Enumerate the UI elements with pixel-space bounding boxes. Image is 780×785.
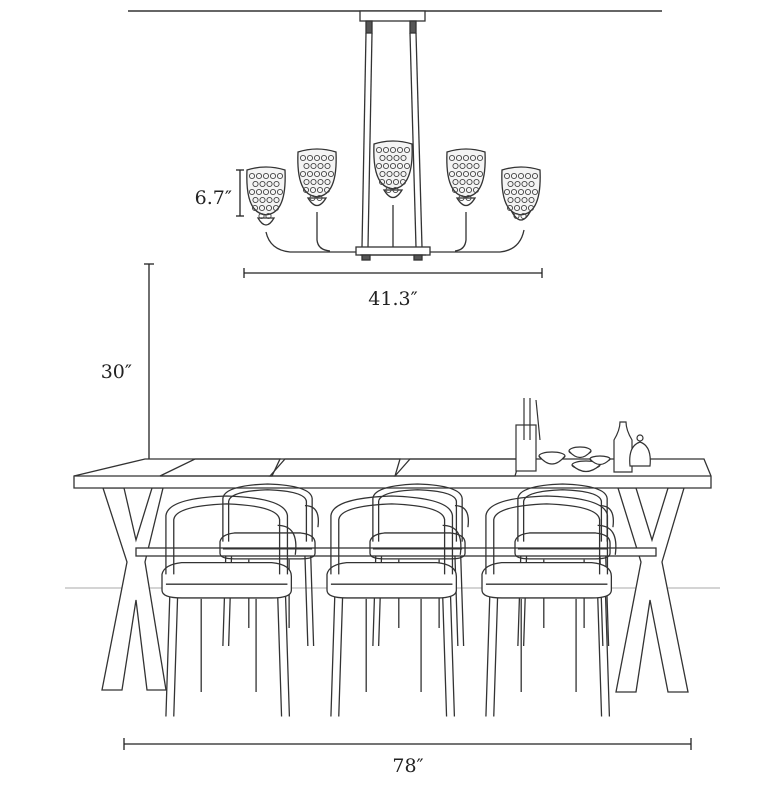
table-base-left <box>101 487 167 691</box>
table-base-right <box>615 487 689 693</box>
chair <box>161 495 297 717</box>
chair <box>481 495 617 717</box>
chandelier-canopy <box>359 10 426 22</box>
tableware <box>515 398 651 473</box>
table-length-label: 78″ <box>392 755 423 777</box>
chandelier-center-bar <box>355 246 431 256</box>
shade <box>297 148 337 202</box>
chandelier-arm <box>265 229 525 253</box>
chair <box>326 495 462 717</box>
shade-height-label: 6.7″ <box>195 187 232 209</box>
hang-height-label: 30″ <box>101 361 132 383</box>
shade-group <box>246 140 541 220</box>
down-rod-right <box>415 32 423 248</box>
chair <box>219 483 319 647</box>
down-rod-left <box>361 32 367 248</box>
chair <box>514 483 614 647</box>
shade <box>373 140 413 194</box>
chandelier <box>256 10 532 261</box>
shade <box>501 166 541 220</box>
fixture-width-label: 41.3″ <box>368 288 417 310</box>
chair-group <box>161 483 617 717</box>
chair <box>369 483 469 647</box>
shade <box>446 148 486 202</box>
shade <box>246 166 286 220</box>
dining-table <box>73 458 712 693</box>
